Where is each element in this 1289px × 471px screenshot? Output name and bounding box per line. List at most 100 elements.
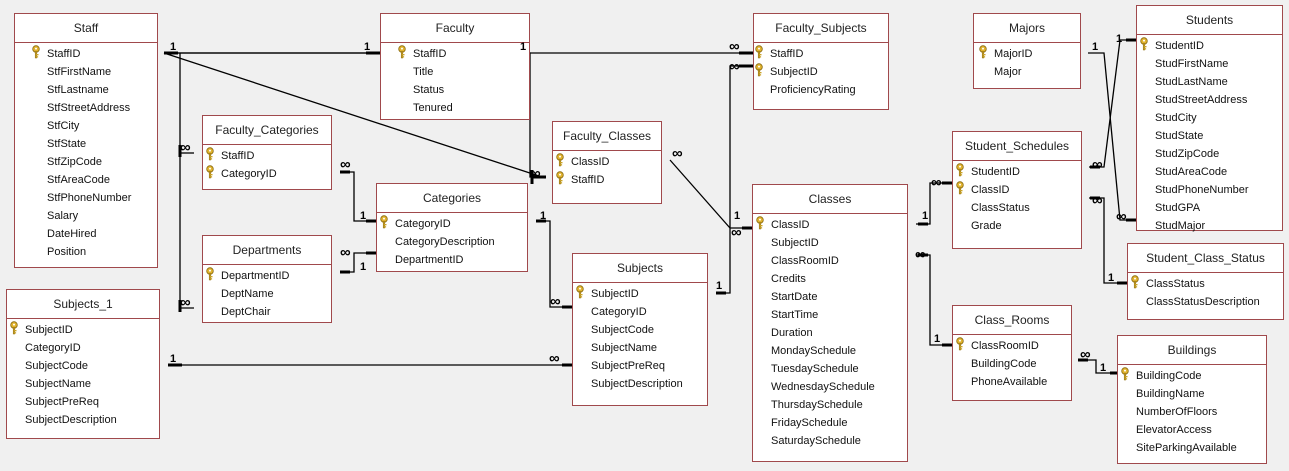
field-row[interactable]: Title — [381, 63, 529, 81]
field-row[interactable]: Credits — [753, 270, 907, 288]
table-title[interactable]: Subjects_1 — [7, 290, 159, 319]
table-title[interactable]: Student_Class_Status — [1128, 244, 1283, 273]
field-row[interactable]: Major — [974, 63, 1080, 81]
field-row[interactable]: ProficiencyRating — [754, 81, 888, 99]
field-row[interactable]: StudFirstName — [1137, 55, 1282, 73]
field-row[interactable]: StfState — [15, 135, 157, 153]
field-row[interactable]: FridaySchedule — [753, 414, 907, 432]
field-row[interactable]: SaturdaySchedule — [753, 432, 907, 450]
field-row[interactable]: Salary — [15, 207, 157, 225]
field-row[interactable]: ClassStatusDescription — [1128, 293, 1283, 311]
field-row[interactable]: SubjectPreReq — [573, 357, 707, 375]
field-row[interactable]: MondaySchedule — [753, 342, 907, 360]
field-row[interactable]: ElevatorAccess — [1118, 421, 1266, 439]
table-title[interactable]: Categories — [377, 184, 527, 213]
field-row[interactable]: Status — [381, 81, 529, 99]
field-row[interactable]: SubjectName — [573, 339, 707, 357]
field-row[interactable]: StaffID — [553, 171, 661, 189]
field-row[interactable]: DepartmentID — [377, 251, 527, 269]
field-row[interactable]: StudCity — [1137, 109, 1282, 127]
table-title[interactable]: Students — [1137, 6, 1282, 35]
field-row[interactable]: ThursdaySchedule — [753, 396, 907, 414]
field-row[interactable]: SubjectID — [753, 234, 907, 252]
field-row[interactable]: DeptName — [203, 285, 331, 303]
field-row[interactable]: Duration — [753, 324, 907, 342]
field-row[interactable]: DepartmentID — [203, 267, 331, 285]
field-row[interactable]: ClassStatus — [1128, 275, 1283, 293]
field-row[interactable]: StudGPA — [1137, 199, 1282, 217]
field-row[interactable]: StfPhoneNumber — [15, 189, 157, 207]
table-title[interactable]: Buildings — [1118, 336, 1266, 365]
field-row[interactable]: SubjectID — [7, 321, 159, 339]
field-row[interactable]: StartDate — [753, 288, 907, 306]
field-row[interactable]: MajorID — [974, 45, 1080, 63]
field-row[interactable]: StaffID — [754, 45, 888, 63]
table-title[interactable]: Class_Rooms — [953, 306, 1071, 335]
field-row[interactable]: SiteParkingAvailable — [1118, 439, 1266, 457]
field-row[interactable]: StudPhoneNumber — [1137, 181, 1282, 199]
table-title[interactable]: Majors — [974, 14, 1080, 43]
field-row[interactable]: StaffID — [203, 147, 331, 165]
table-title[interactable]: Staff — [15, 14, 157, 43]
field-row[interactable]: StudentID — [953, 163, 1081, 181]
field-row[interactable]: StudMajor — [1137, 217, 1282, 235]
field-row[interactable]: ClassID — [553, 153, 661, 171]
field-row[interactable]: PhoneAvailable — [953, 373, 1071, 391]
field-row[interactable]: SubjectCode — [7, 357, 159, 375]
field-row[interactable]: StaffID — [381, 45, 529, 63]
table-title[interactable]: Subjects — [573, 254, 707, 283]
field-row[interactable]: SubjectPreReq — [7, 393, 159, 411]
field-row[interactable]: CategoryDescription — [377, 233, 527, 251]
field-row[interactable]: WednesdaySchedule — [753, 378, 907, 396]
table-title[interactable]: Faculty — [381, 14, 529, 43]
field-row[interactable]: NumberOfFloors — [1118, 403, 1266, 421]
field-row[interactable]: Tenured — [381, 99, 529, 117]
table-title[interactable]: Student_Schedules — [953, 132, 1081, 161]
field-row[interactable]: StudAreaCode — [1137, 163, 1282, 181]
field-row[interactable]: StfFirstName — [15, 63, 157, 81]
field-row[interactable]: StfCity — [15, 117, 157, 135]
field-row[interactable]: SubjectCode — [573, 321, 707, 339]
table-title[interactable]: Faculty_Classes — [553, 122, 661, 151]
field-row[interactable]: StfAreaCode — [15, 171, 157, 189]
field-row[interactable]: SubjectName — [7, 375, 159, 393]
table-title[interactable]: Departments — [203, 236, 331, 265]
field-row[interactable]: DeptChair — [203, 303, 331, 321]
table-title[interactable]: Classes — [753, 185, 907, 214]
field-row[interactable]: StudState — [1137, 127, 1282, 145]
field-row[interactable]: StaffID — [15, 45, 157, 63]
field-row[interactable]: ClassID — [953, 181, 1081, 199]
field-row[interactable]: StfStreetAddress — [15, 99, 157, 117]
field-row[interactable]: TuesdaySchedule — [753, 360, 907, 378]
field-row[interactable]: CategoryID — [573, 303, 707, 321]
field-row[interactable]: StfLastname — [15, 81, 157, 99]
field-row[interactable]: StfZipCode — [15, 153, 157, 171]
field-row[interactable]: StudentID — [1137, 37, 1282, 55]
table-title[interactable]: Faculty_Categories — [203, 116, 331, 145]
field-row[interactable]: StudStreetAddress — [1137, 91, 1282, 109]
field-row[interactable]: Position — [15, 243, 157, 261]
field-row[interactable]: SubjectID — [754, 63, 888, 81]
field-row[interactable]: StartTime — [753, 306, 907, 324]
field-row[interactable]: ClassRoomID — [753, 252, 907, 270]
field-row[interactable]: BuildingName — [1118, 385, 1266, 403]
field-row[interactable]: ClassID — [753, 216, 907, 234]
field-row[interactable]: SubjectDescription — [573, 375, 707, 393]
field-row[interactable]: CategoryID — [203, 165, 331, 183]
